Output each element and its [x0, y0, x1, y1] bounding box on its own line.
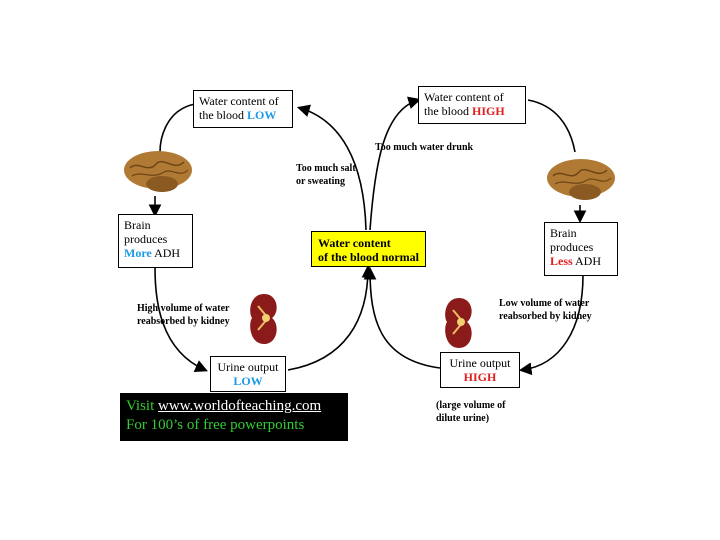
note-line1: (large volume of [436, 400, 506, 411]
normal-line2: of the blood normal [318, 250, 420, 264]
water-low-line2: the blood [199, 108, 247, 122]
arrow-normal-to-water-low [296, 104, 367, 231]
water-low-level: LOW [247, 108, 277, 122]
water-content-normal-box: Water content of the blood normal [311, 231, 426, 267]
brain-less-adh-box: Brain produces Less ADH [544, 222, 618, 276]
kidney-icon [250, 294, 277, 344]
urine-right-level: HIGH [463, 370, 497, 384]
urine-output-low-box: Urine output LOW [210, 356, 286, 392]
salt-line2: or sweating [296, 176, 345, 187]
high-volume-reabsorbed-label: High volume of water reabsorbed by kidne… [137, 302, 230, 328]
reabsorb-right-line2: reabsorbed by kidney [499, 311, 592, 322]
arrow-water-low-to-brain [159, 103, 196, 153]
brain-left-emph: More [124, 246, 152, 260]
reabsorb-left-line2: reabsorbed by kidney [137, 316, 230, 327]
brain-icon [547, 159, 615, 200]
arrow-urine-to-normal [287, 264, 375, 371]
brain-right-emph: Less [550, 254, 573, 268]
brain-left-line2: produces [124, 232, 168, 246]
arrow-brain-box-to-urine [154, 267, 208, 372]
urine-output-high-box: Urine output HIGH [440, 352, 520, 388]
water-high-line2: the blood [424, 104, 472, 118]
banner-line2: For 100’s of free powerpoints [126, 417, 305, 433]
water-high-line1: Water content of [424, 90, 504, 104]
water-low-line1: Water content of [199, 94, 279, 108]
water-content-low-box: Water content of the blood LOW [193, 90, 293, 128]
urine-left-level: LOW [233, 374, 263, 388]
arrow-urine-to-normal-right [363, 266, 441, 369]
brain-more-adh-box: Brain produces More ADH [118, 214, 193, 268]
brain-icon [124, 151, 192, 192]
water-high-level: HIGH [472, 104, 505, 118]
banner-visit: Visit [126, 398, 159, 414]
reabsorb-left-line1: High volume of water [137, 303, 230, 314]
arrow-brain-box-to-urine-right [518, 274, 584, 376]
dilute-urine-note: (large volume of dilute urine) [436, 399, 505, 425]
kidney-icon [445, 298, 472, 348]
reabsorb-right-line1: Low volume of water [499, 298, 590, 309]
urine-left-line1: Urine output [217, 360, 279, 374]
too-much-salt-label: Too much salt or sweating [296, 162, 356, 188]
brain-right-suffix: ADH [572, 254, 602, 268]
urine-right-line1: Urine output [449, 356, 511, 370]
brain-left-suffix: ADH [151, 246, 181, 260]
brain-left-line1: Brain [124, 218, 151, 232]
brain-right-line1: Brain [550, 226, 577, 240]
arrow-normal-to-water-high [369, 96, 422, 231]
brain-right-line2: produces [550, 240, 594, 254]
low-volume-reabsorbed-label: Low volume of water reabsorbed by kidney [499, 297, 592, 323]
too-much-water-drunk-label: Too much water drunk [375, 142, 474, 153]
note-line2: dilute urine) [436, 413, 490, 424]
normal-line1: Water content [318, 236, 391, 250]
arrow-water-high-to-brain [527, 99, 576, 153]
salt-line1: Too much salt [296, 163, 356, 174]
worldofteaching-banner: Visit www.worldofteaching.com For 100’s … [120, 393, 348, 441]
water-content-high-box: Water content of the blood HIGH [418, 86, 526, 124]
banner-url-link[interactable]: www.worldofteaching.com [158, 398, 322, 414]
